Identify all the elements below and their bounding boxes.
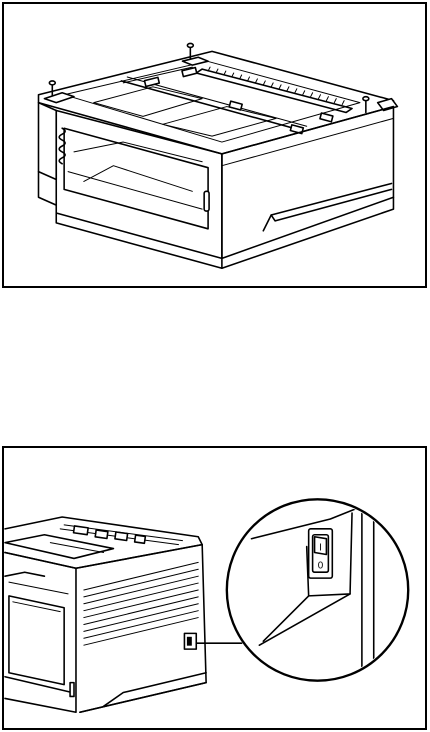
power-switch-icon: I 0 [309, 529, 333, 578]
tray-guide-bar [196, 69, 352, 112]
figure-paper-tray-unit [2, 2, 427, 288]
tray-front-face [38, 103, 56, 180]
switch-on-symbol: I [319, 543, 322, 554]
printer-side-vents [84, 562, 198, 645]
tray-inner-plate [64, 61, 360, 142]
printer-front [5, 553, 76, 713]
power-switch-callout: I 0 [227, 499, 408, 680]
figure-printer-power-switch: I 0 [2, 446, 427, 730]
tray-side-face [222, 107, 394, 259]
printer-power-switch-illustration: I 0 [4, 448, 425, 728]
tray-handle-slot [204, 191, 209, 211]
printer-output-tray [5, 535, 113, 559]
locating-pin-rear [182, 43, 208, 65]
figure-spacer [0, 288, 430, 446]
switch-off-symbol: 0 [318, 560, 324, 571]
printer-top [5, 517, 202, 568]
paper-tray-unit-illustration [4, 4, 425, 286]
